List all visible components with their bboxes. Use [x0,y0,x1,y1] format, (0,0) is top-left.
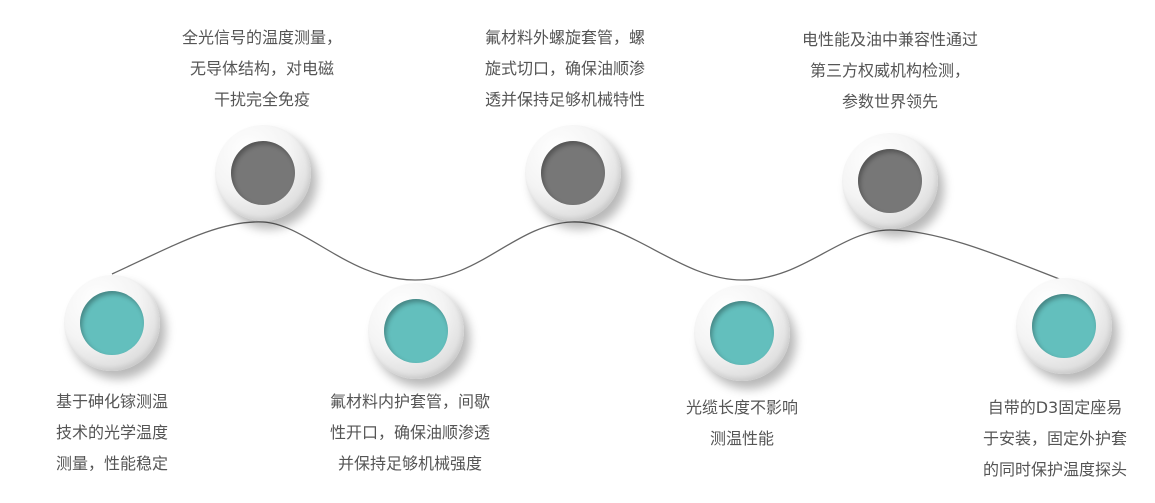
milestone-7-line-2: 于安装，固定外护套 [982,429,1127,448]
milestone-2-line-2: 无导体结构，对电磁 [189,59,334,78]
milestone-7-text: 自带的D3固定座易 于安装，固定外护套 的同时保护温度探头 [955,392,1155,485]
milestone-7-node [1016,278,1112,374]
milestone-1-line-2: 技术的光学温度 [55,423,168,442]
milestone-3-node [368,283,464,379]
milestone-5-line-1: 光缆长度不影响 [685,398,798,417]
milestone-4-line-1: 氟材料外螺旋套管，螺 [484,28,645,47]
milestone-2-line-1: 全光信号的温度测量， [181,28,342,47]
milestone-3-core [384,299,448,363]
milestone-2-text: 全光信号的温度测量， 无导体结构，对电磁 干扰完全免疫 [162,22,362,115]
milestone-4-line-2: 旋式切口，确保油顺渗 [484,59,645,78]
milestone-7-line-1: 自带的D3固定座易 [987,398,1123,417]
milestone-1-text: 基于砷化镓测温 技术的光学温度 测量，性能稳定 [12,386,212,479]
milestone-7-line-3: 的同时保护温度探头 [982,460,1127,479]
milestone-5-line-2: 测温性能 [709,429,774,448]
milestone-2-node [215,125,311,221]
milestone-5-core [710,301,774,365]
milestone-3-text: 氟材料内护套管，间歇 性开口，确保油顺渗透 并保持足够机械强度 [310,386,510,479]
milestone-6-line-3: 参数世界领先 [841,92,938,111]
milestone-4-text: 氟材料外螺旋套管，螺 旋式切口，确保油顺渗 透并保持足够机械特性 [465,22,665,115]
milestone-4-line-3: 透并保持足够机械特性 [484,90,645,109]
milestone-3-line-2: 性开口，确保油顺渗透 [329,423,490,442]
milestone-1-node [64,275,160,371]
milestone-7-core [1032,294,1096,358]
milestone-3-line-3: 并保持足够机械强度 [337,454,482,473]
milestone-5-text: 光缆长度不影响 测温性能 [642,392,842,454]
milestone-6-line-1: 电性能及油中兼容性通过 [801,30,978,49]
wave-path [111,221,1063,281]
milestone-6-core [858,149,922,213]
milestone-3-line-1: 氟材料内护套管，间歇 [329,392,490,411]
milestone-2-line-3: 干扰完全免疫 [213,90,310,109]
milestone-4-node [525,125,621,221]
milestone-6-node [842,133,938,229]
milestone-5-node [694,285,790,381]
milestone-1-line-3: 测量，性能稳定 [55,454,168,473]
milestone-1-core [80,291,144,355]
milestone-6-line-2: 第三方权威机构检测， [809,61,970,80]
milestone-1-line-1: 基于砷化镓测温 [55,392,168,411]
milestone-2-core [231,141,295,205]
milestone-6-text: 电性能及油中兼容性通过 第三方权威机构检测， 参数世界领先 [790,24,990,117]
milestone-4-core [541,141,605,205]
